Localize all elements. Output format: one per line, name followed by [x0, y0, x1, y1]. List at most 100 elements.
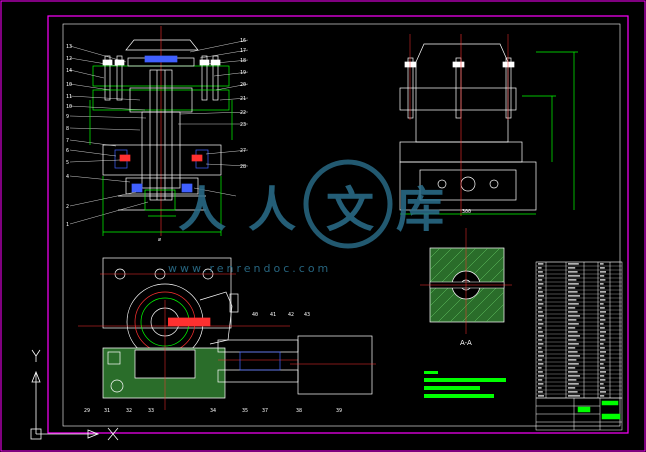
parts-list-cell: [600, 267, 605, 269]
svg-text:41: 41: [270, 312, 276, 318]
parts-list-cell: [568, 363, 579, 365]
watermark-char-3: 文: [326, 182, 374, 238]
parts-list-cell: [568, 383, 579, 385]
parts-list-cell: [568, 343, 579, 345]
svg-text:21: 21: [240, 96, 246, 102]
parts-list-cell: [538, 295, 544, 297]
parts-list-cell: [600, 367, 605, 369]
parts-list-cell: [568, 347, 576, 349]
motor-body: [297, 335, 373, 395]
parts-list-cell: [538, 319, 543, 321]
parts-list-cell: [568, 331, 578, 333]
parts-list-cell: [538, 339, 543, 341]
parts-list-cell: [538, 299, 543, 301]
parts-list-cell: [600, 395, 605, 397]
parts-list-cell: [568, 271, 578, 273]
svg-text:16: 16: [240, 38, 246, 44]
parts-list-cell: [568, 395, 580, 397]
parts-list-cell: [600, 303, 604, 305]
parts-list-rows: [536, 261, 622, 397]
svg-text:4: 4: [66, 174, 69, 180]
parts-list-cell: [568, 339, 577, 341]
parts-list-cell: [538, 387, 542, 389]
svg-text:32: 32: [126, 408, 132, 414]
svg-text:11: 11: [66, 94, 72, 100]
parts-list-cell: [568, 291, 578, 293]
parts-list-cell: [600, 391, 606, 393]
svg-text:6: 6: [66, 148, 69, 154]
parts-list-cell: [568, 335, 580, 337]
svg-text:10: 10: [66, 82, 72, 88]
parts-list-cell: [538, 347, 542, 349]
parts-list-cell: [600, 375, 605, 377]
parts-list-cell: [568, 391, 578, 393]
svg-text:8: 8: [66, 126, 69, 132]
svg-text:40: 40: [252, 312, 258, 318]
parts-list-cell: [568, 387, 576, 389]
inner-border: [62, 23, 621, 427]
svg-text:17: 17: [240, 48, 246, 54]
watermark: 人 人 文 库 www.renrendoc.com: [168, 159, 444, 275]
parts-list-cell: [600, 355, 605, 357]
parts-list-cell: [538, 279, 543, 281]
parts-list-cell: [600, 263, 604, 265]
section-label: A-A: [460, 339, 472, 347]
parts-list-cell: [538, 267, 542, 269]
parts-list-cell: [600, 287, 605, 289]
parts-list-cell: [568, 295, 580, 297]
parts-list-cell: [538, 343, 544, 345]
drawing-border: [47, 15, 629, 434]
watermark-char-1: 人: [178, 182, 226, 238]
parts-list-cell: [568, 299, 577, 301]
plan-section-view: [78, 257, 376, 410]
parts-list-cell: [538, 331, 543, 333]
base: [125, 177, 199, 195]
svg-text:14: 14: [66, 68, 72, 74]
svg-text:12: 12: [66, 56, 72, 62]
parts-list-cell: [600, 319, 606, 321]
parts-list-cell: [600, 363, 604, 365]
parts-list-cell: [538, 355, 544, 357]
parts-list-cell: [600, 343, 604, 345]
svg-text:33: 33: [148, 408, 154, 414]
parts-list-cell: [568, 279, 577, 281]
parts-list-cell: [568, 323, 579, 325]
parts-list-cell: [538, 283, 544, 285]
parts-list-cell: [568, 275, 580, 277]
svg-text:20: 20: [240, 82, 246, 88]
svg-text:19: 19: [240, 70, 246, 76]
parts-list-cell: [600, 291, 606, 293]
parts-list-cell: [600, 311, 606, 313]
watermark-char-2: 人: [248, 182, 296, 238]
parts-list-cell: [568, 267, 576, 269]
parts-list-cell: [600, 387, 605, 389]
svg-text:5: 5: [66, 160, 69, 166]
lower-housing: [102, 144, 222, 176]
parts-list-cell: [600, 275, 605, 277]
parts-list-cell: [568, 327, 576, 329]
section-a-a: A-A: [420, 228, 512, 347]
parts-list-cell: [600, 279, 606, 281]
side-elevation-view: [399, 34, 578, 216]
svg-text:31: 31: [104, 408, 110, 414]
watermark-url: www.renrendoc.com: [168, 262, 331, 275]
svg-text:22: 22: [240, 110, 246, 116]
parts-list-cell: [538, 263, 544, 265]
parts-list-cell: [600, 379, 606, 381]
watermark-circle: [303, 159, 393, 249]
parts-list-cell: [568, 283, 579, 285]
ucs-axes-icon: [30, 349, 119, 441]
svg-text:35: 35: [242, 408, 248, 414]
svg-text:42: 42: [288, 312, 294, 318]
svg-text:13: 13: [66, 44, 72, 50]
svg-text:43: 43: [304, 312, 310, 318]
parts-list-cell: [568, 315, 580, 317]
parts-list-cell: [538, 395, 544, 397]
svg-text:27: 27: [240, 148, 246, 154]
parts-list-cell: [568, 371, 578, 373]
svg-text:9: 9: [66, 114, 69, 120]
